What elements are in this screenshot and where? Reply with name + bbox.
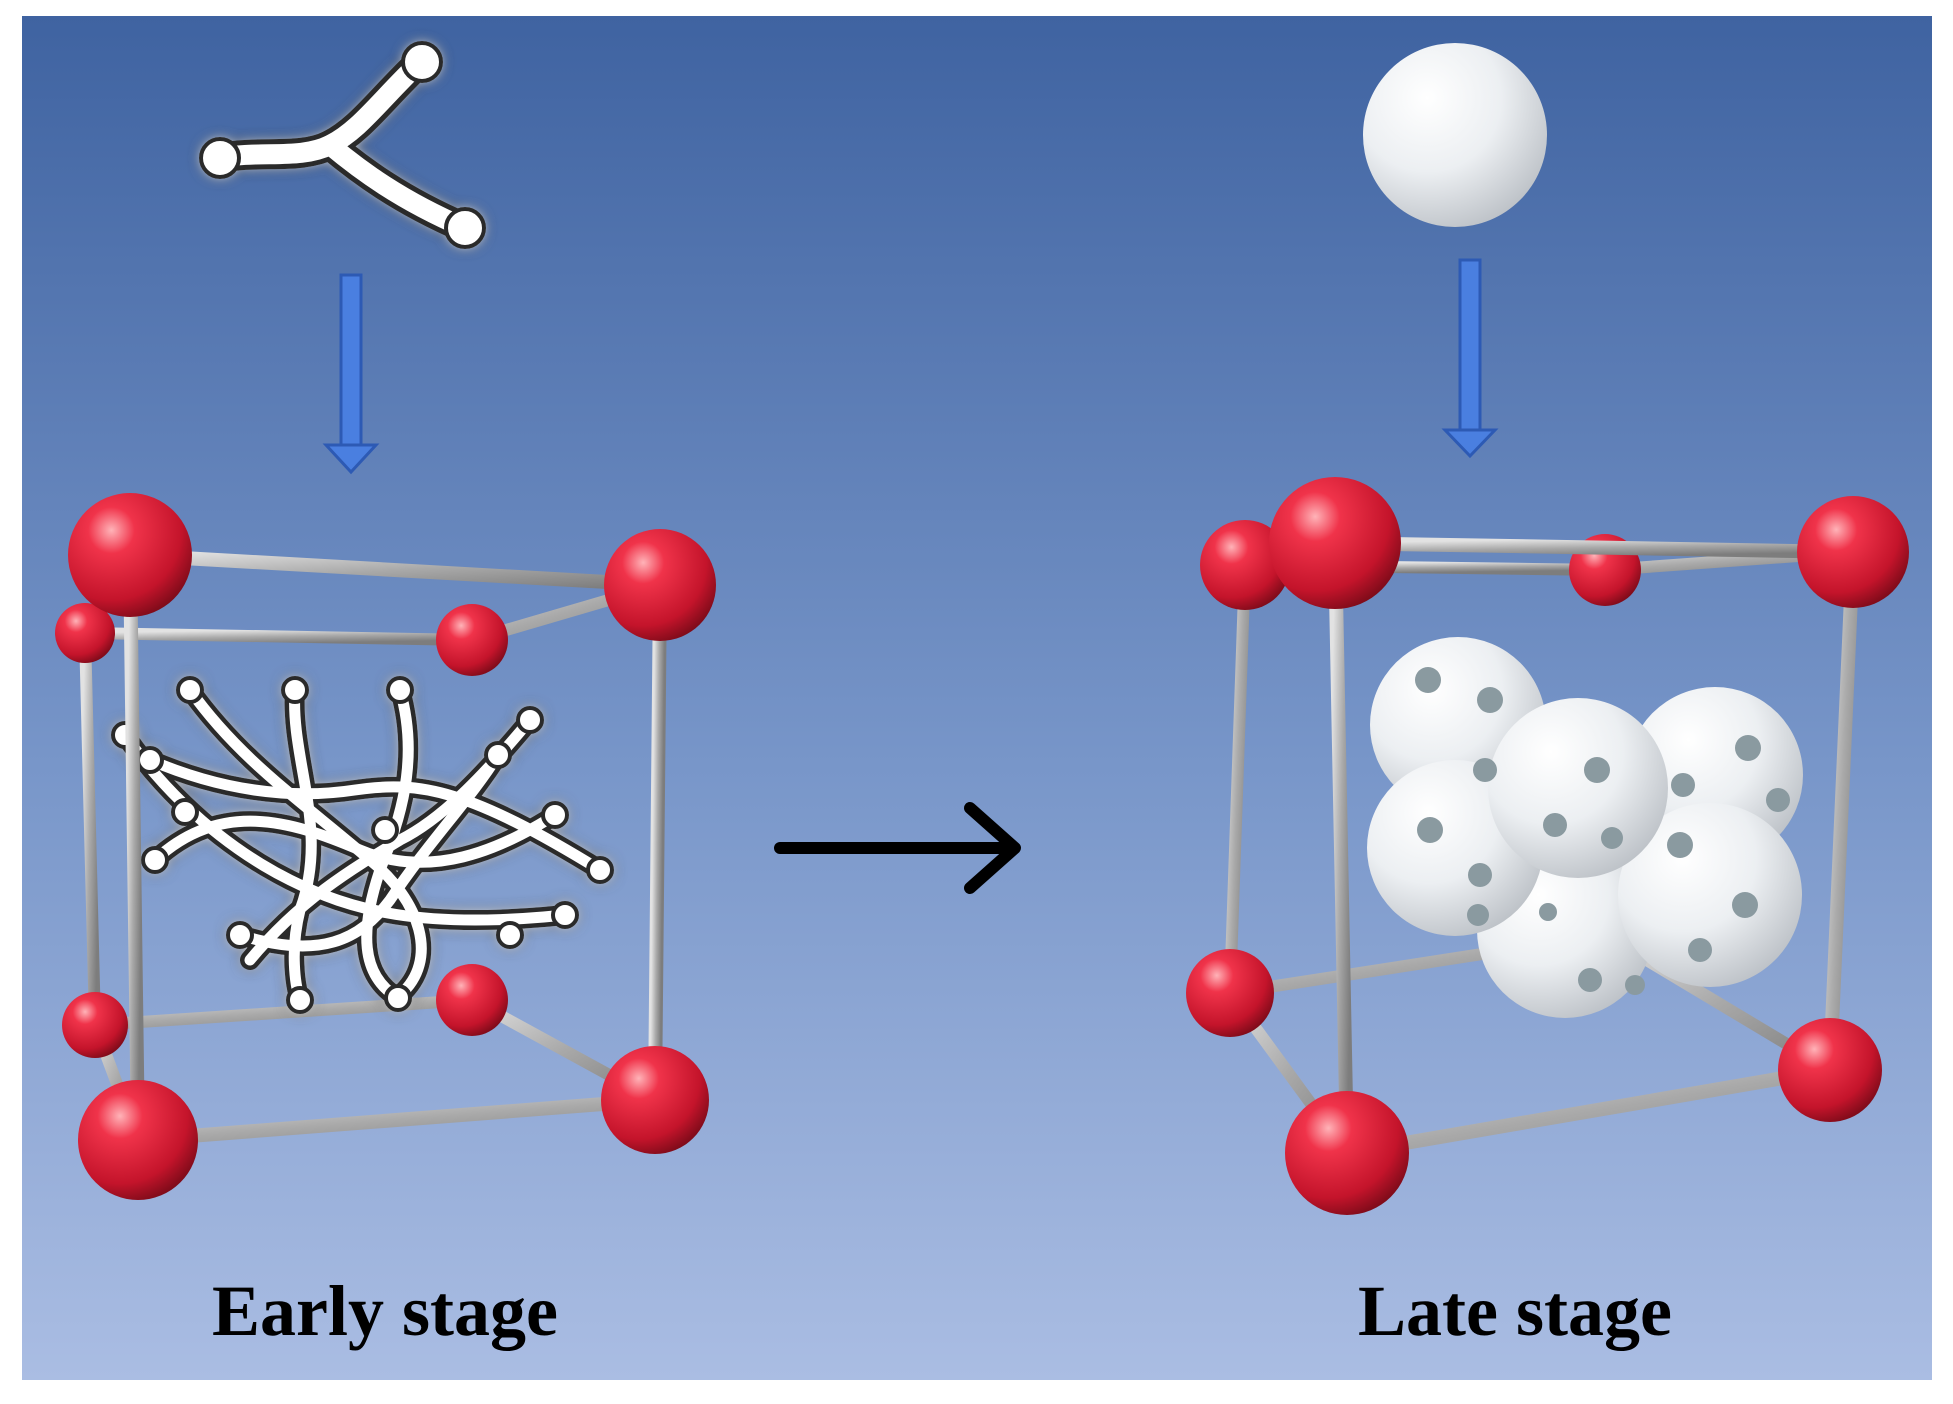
late-stage-panel: Late stage [1186,43,1909,1351]
right-arrow-icon [774,802,1021,894]
entangled-chains [111,676,614,1014]
early-stage-panel: Early stage [55,41,716,1351]
branched-molecule-icon [199,41,486,249]
late-stage-lattice-cube [1186,477,1909,1215]
background-panel [22,16,1932,1380]
sphere-icon [1363,43,1547,227]
packed-spheres [1367,637,1803,1018]
early-stage-lattice-cube [55,493,716,1200]
late-stage-label: Late stage [1358,1271,1672,1351]
down-arrow-icon [322,273,380,475]
early-stage-label: Early stage [212,1271,558,1351]
down-arrow-icon [1441,258,1499,459]
